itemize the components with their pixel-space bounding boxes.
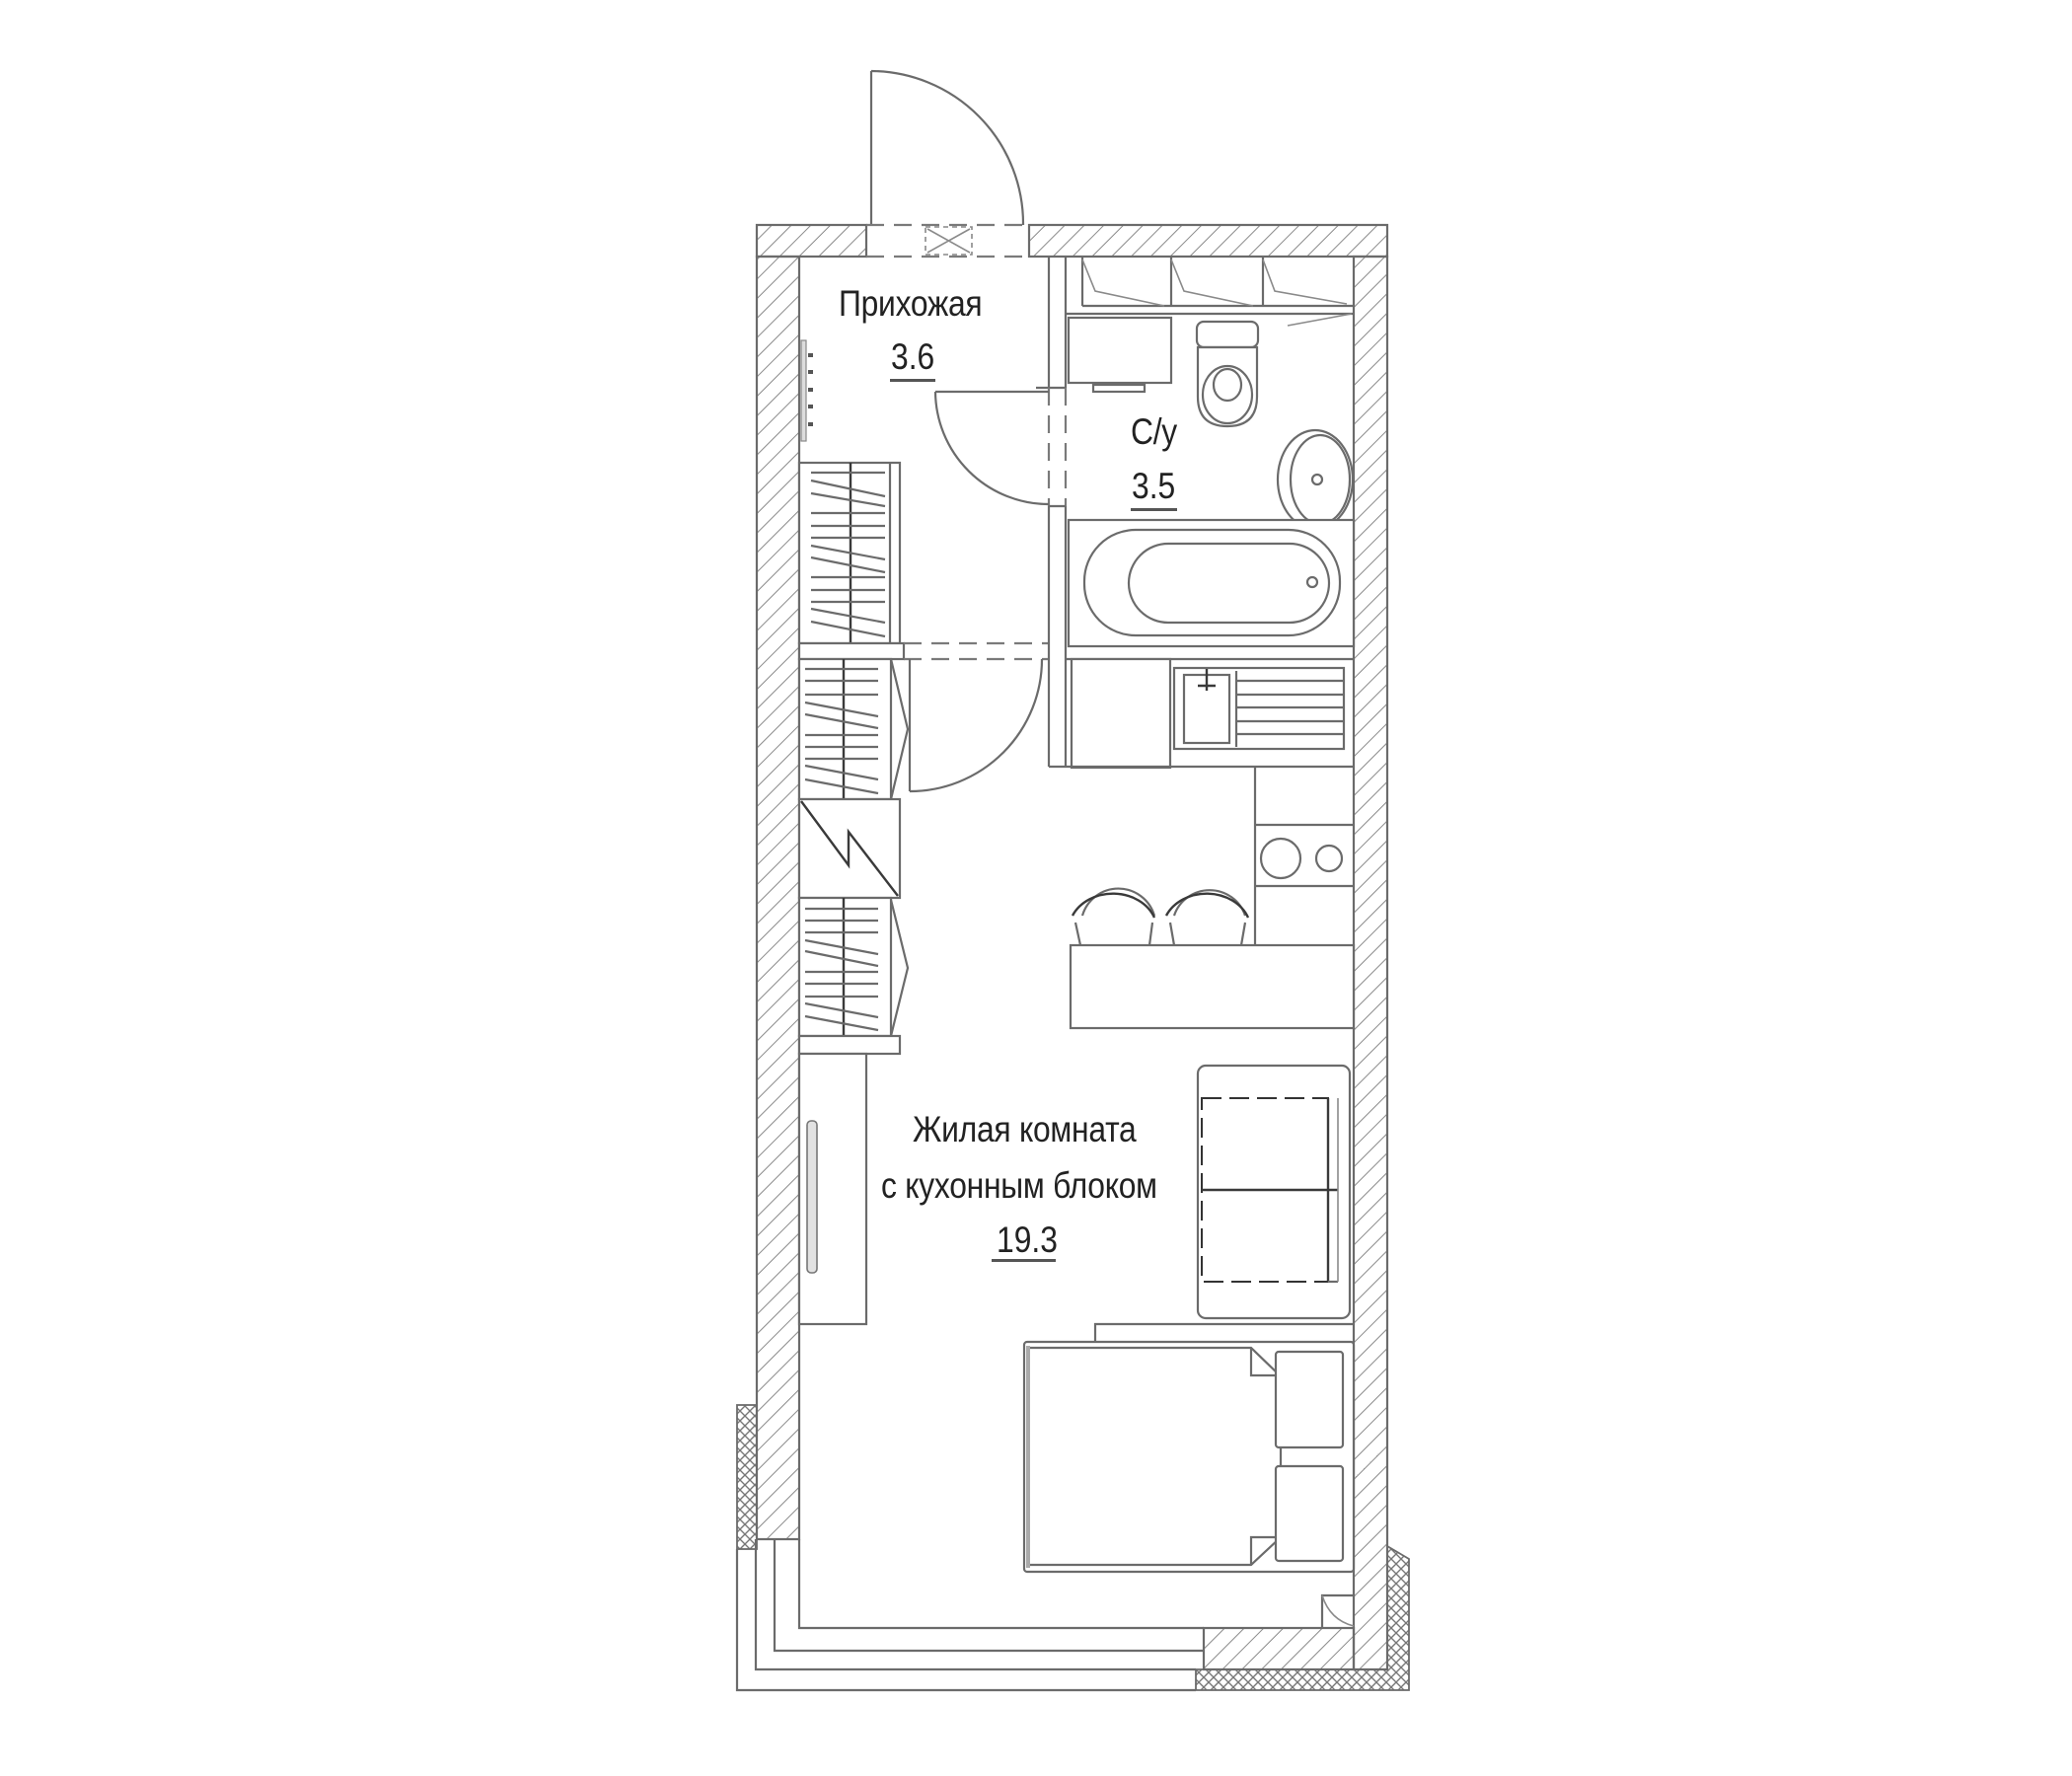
kitchen-cabinet-column	[1253, 767, 1354, 945]
armchair-sofa	[1196, 1064, 1352, 1320]
bar-stool	[1164, 889, 1250, 946]
pillow	[1274, 1464, 1345, 1563]
bathroom-partition	[1036, 257, 1068, 769]
insulation-left	[736, 1404, 758, 1550]
room-area-hallway: 3.6	[891, 336, 935, 377]
bar-stool	[1071, 887, 1156, 946]
kitchen-sink	[1182, 669, 1344, 747]
room-label-living-line2: с кухонным блоком	[881, 1165, 1157, 1206]
interior-door-hall[interactable]	[908, 658, 1044, 793]
bathtub	[1067, 518, 1356, 648]
area-underline	[890, 379, 935, 382]
electric-panel	[797, 797, 902, 900]
wall-top-right	[1027, 223, 1389, 259]
wall-left	[755, 255, 801, 1541]
cooktop	[1259, 837, 1344, 880]
wall-top-left	[755, 223, 868, 259]
pillow	[1274, 1350, 1345, 1449]
wardrobe-middle	[797, 657, 910, 801]
room-label-living-line1: Жилая комната	[913, 1109, 1137, 1149]
entrance-door[interactable]	[866, 69, 1029, 259]
dining-counter	[1069, 943, 1356, 1030]
wall-bottom-stub	[1202, 1626, 1356, 1671]
coat-hook-rail	[800, 339, 813, 442]
exterior-walls	[736, 223, 1410, 1691]
window-balcony	[735, 1539, 1355, 1692]
toilet	[1195, 320, 1260, 428]
bathroom-shelves	[1066, 258, 1354, 327]
washing-machine	[1067, 316, 1173, 394]
washbasin	[1276, 428, 1355, 531]
area-underline	[992, 1259, 1056, 1262]
headboard-shelf	[1093, 1322, 1354, 1342]
room-area-living: 19.3	[997, 1220, 1058, 1260]
shelf	[797, 641, 906, 661]
room-label-bathroom: С/у	[1131, 411, 1177, 452]
wardrobe-lower	[797, 896, 910, 1038]
room-label-hallway: Прихожая	[839, 283, 983, 324]
room-area-bathroom: 3.5	[1132, 466, 1176, 506]
wardrobe-upper	[797, 461, 902, 645]
shelf	[797, 1034, 902, 1056]
area-underline	[1131, 508, 1177, 511]
radiator	[806, 1120, 818, 1274]
bed	[1022, 1340, 1356, 1574]
bathroom-door[interactable]	[933, 390, 1050, 506]
ventilation-box	[925, 226, 973, 256]
wall-right	[1352, 255, 1389, 1671]
